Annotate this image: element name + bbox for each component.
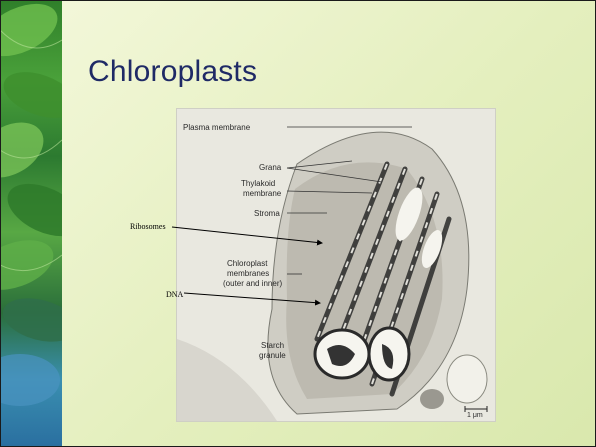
ribosomes-arrow [172, 227, 322, 243]
dna-arrow [184, 293, 320, 303]
